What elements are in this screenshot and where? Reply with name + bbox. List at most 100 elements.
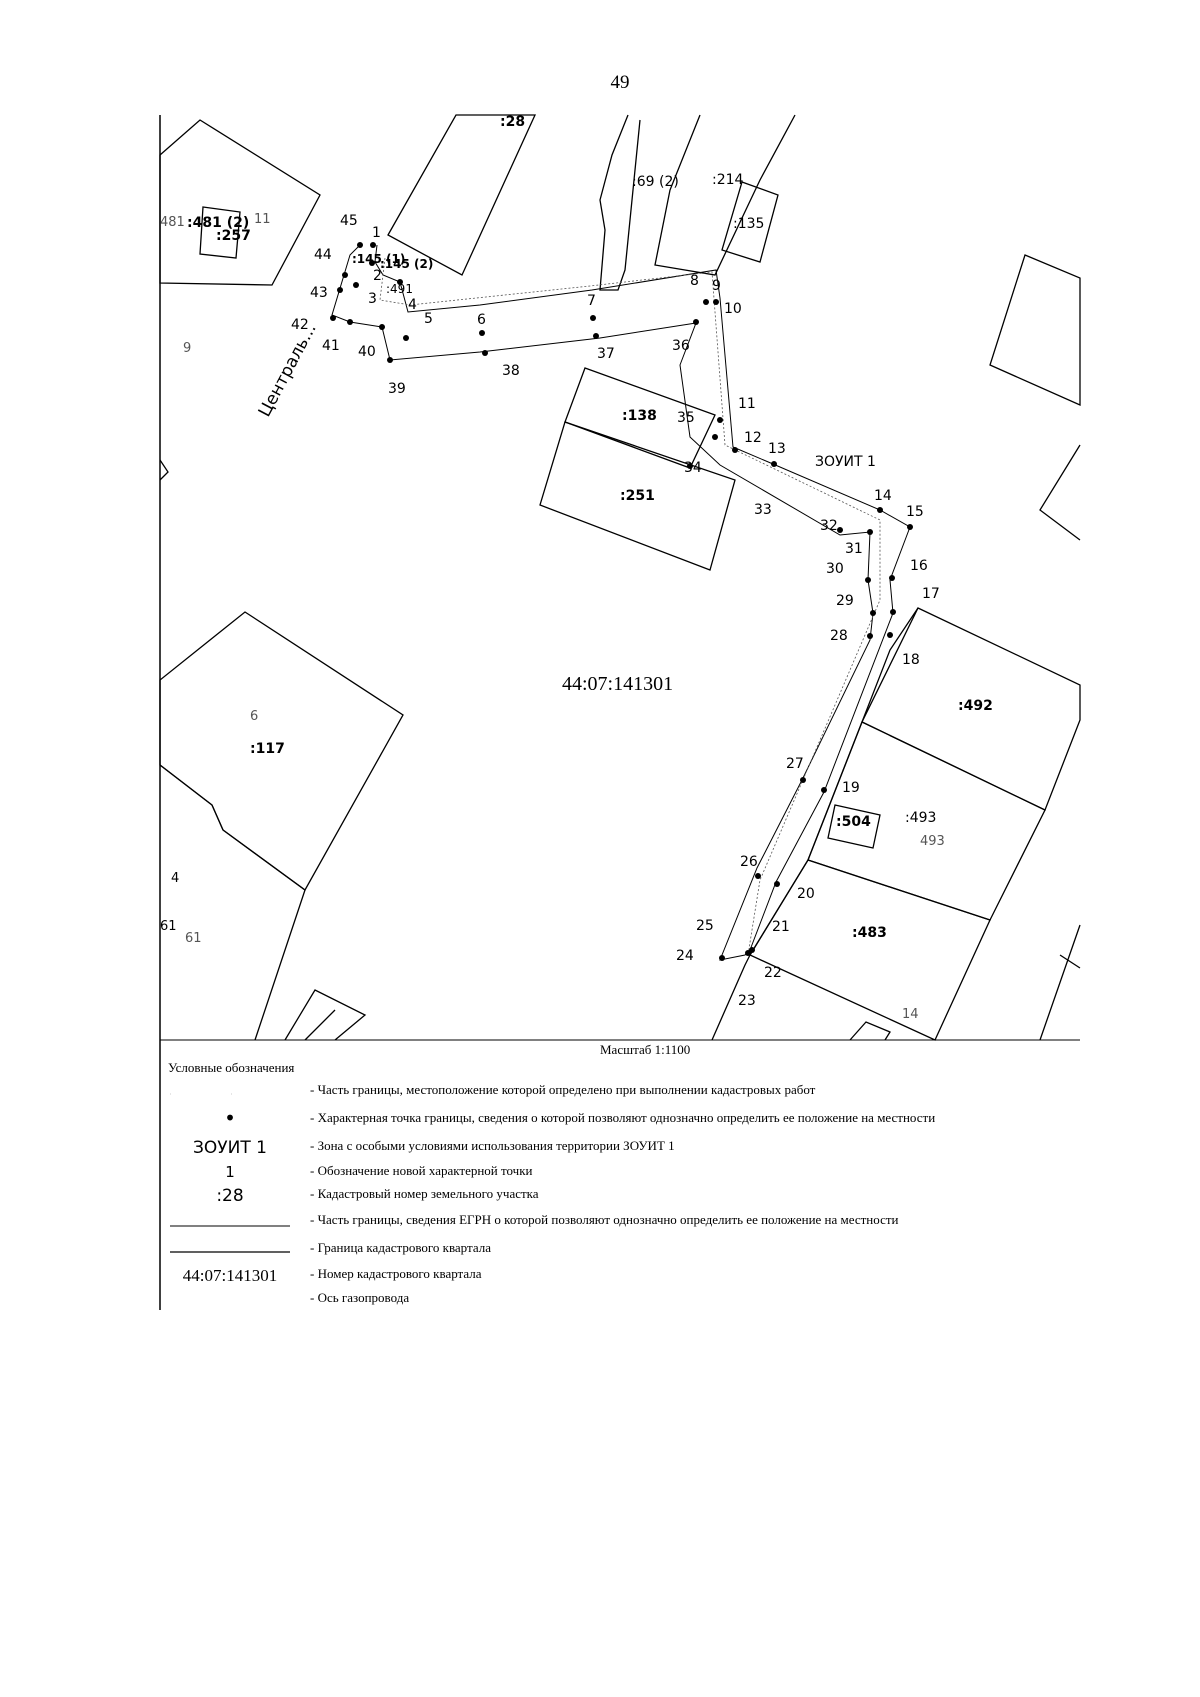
point-label-31: 31 [845, 541, 863, 557]
point-2 [369, 260, 375, 266]
parcel-label-481: :481 (2) [187, 215, 249, 231]
legend-symbol-egrn-boundary [160, 1212, 300, 1237]
legend-item-zouit: ЗОУИТ 1 - Зона с особыми условиями испол… [160, 1138, 1090, 1162]
point-label-10: 10 [724, 301, 742, 317]
faint-label-61b: 61 [185, 931, 202, 946]
point-label-44: 44 [314, 247, 332, 263]
map-scale: Масштаб 1:1100 [600, 1042, 691, 1057]
legend-desc: - Номер кадастрового квартала [310, 1266, 482, 1281]
parcel-label-28: :28 [500, 114, 525, 130]
parcel-label-491: :491 [386, 282, 413, 296]
point-label-5: 5 [424, 311, 433, 327]
point-11 [717, 417, 723, 423]
street-label: Централь... [255, 320, 321, 420]
point-label-23: 23 [738, 993, 756, 1009]
point-28 [867, 633, 873, 639]
point-39 [387, 357, 393, 363]
point-41 [347, 319, 353, 325]
point-26 [755, 873, 761, 879]
legend-symbol-parcel-number: :28 [216, 1186, 244, 1206]
point-1 [370, 242, 376, 248]
point-label-20: 20 [797, 886, 815, 902]
parcel-label-145-2: :145 (2) [380, 257, 433, 271]
point-9 [703, 299, 709, 305]
point-6 [479, 330, 485, 336]
legend-desc: - Кадастровый номер земельного участка [310, 1186, 539, 1201]
parcel-label-504: :504 [836, 814, 871, 830]
quarter-number-label: 44:07:141301 [562, 673, 673, 695]
point-label-21: 21 [772, 919, 790, 935]
parcel-label-138: :138 [622, 408, 657, 424]
legend-item-new-point: 1 - Обозначение новой характерной точки [160, 1163, 1090, 1187]
point-label-43: 43 [310, 285, 328, 301]
point-27 [800, 777, 806, 783]
point-44 [342, 272, 348, 278]
parcel-label-145-1: :145 (1) [352, 252, 405, 266]
point-42 [330, 315, 336, 321]
point-label-14: 14 [874, 488, 892, 504]
faint-label-481: 481 [160, 215, 185, 230]
parcel-label-493: :493 [905, 810, 936, 826]
point-label-19: 19 [842, 780, 860, 796]
point-4 [397, 279, 403, 285]
point-38 [482, 350, 488, 356]
point-label-42: 42 [291, 317, 309, 333]
parcel-label-214: :214 [712, 172, 744, 188]
legend-desc: - Ось газопровода [310, 1290, 410, 1305]
parcel-28-shape [387, 114, 537, 276]
point-label-3: 3 [368, 291, 377, 307]
point-31 [867, 529, 873, 535]
legend-symbol-quarter-boundary [160, 1240, 300, 1265]
point-label-22: 22 [764, 965, 782, 981]
legend-item-quarter-number: 44:07:141301 - Номер кадастрового кварта… [160, 1266, 1090, 1290]
point-16 [889, 575, 895, 581]
zone-label: ЗОУИТ 1 [815, 454, 876, 470]
point-label-27: 27 [786, 756, 804, 772]
point-label-45: 45 [340, 213, 358, 229]
point-label-41: 41 [322, 338, 340, 354]
point-label-30: 30 [826, 561, 844, 577]
parcel-right-top [989, 254, 1081, 407]
point-label-1: 1 [372, 225, 381, 241]
point-label-38: 38 [502, 363, 520, 379]
point-32 [837, 527, 843, 533]
point-label-11: 11 [738, 396, 756, 412]
faint-label-61: 61 [160, 919, 177, 934]
point-10 [713, 299, 719, 305]
parcel-135-shape [721, 181, 779, 263]
point-37 [593, 333, 599, 339]
point-label-40: 40 [358, 344, 376, 360]
legend-title: Условные обозначения [168, 1060, 295, 1075]
parcel-label-251: :251 [620, 488, 655, 504]
parcel-483-shape [749, 859, 991, 1041]
point-22 [745, 950, 751, 956]
legend-item-egrn-boundary: - Часть границы, сведения ЕГРН о которой… [160, 1212, 1090, 1236]
point-label-35: 35 [677, 410, 695, 426]
zouit-boundary [331, 244, 911, 961]
parcel-label-483: :483 [852, 925, 887, 941]
parcel-481-shape [159, 119, 321, 286]
legend-symbol-survey-boundary [160, 1082, 300, 1107]
point-label-17: 17 [922, 586, 940, 602]
point-14 [877, 507, 883, 513]
point-label-8: 8 [690, 273, 699, 289]
parcel-492-shape [861, 607, 1081, 811]
point-35 [712, 434, 718, 440]
point-label-6: 6 [477, 312, 486, 328]
faint-label-11: 11 [254, 212, 271, 227]
legend-desc: - Часть границы, местоположение которой … [310, 1082, 816, 1097]
legend-desc: - Зона с особыми условиями использования… [310, 1138, 675, 1153]
point-label-26: 26 [740, 854, 758, 870]
faint-label-9: 9 [183, 341, 191, 356]
point-label-36: 36 [672, 338, 690, 354]
point-13 [771, 461, 777, 467]
parcel-label-257: :257 [216, 228, 251, 244]
legend-item-pipeline-axis: - Ось газопровода [160, 1290, 1090, 1314]
point-15 [907, 524, 913, 530]
page-number: 49 [610, 72, 630, 93]
point-label-28: 28 [830, 628, 848, 644]
point-24 [719, 955, 725, 961]
point-7 [590, 315, 596, 321]
legend-desc: - Обозначение новой характерной точки [310, 1163, 533, 1178]
